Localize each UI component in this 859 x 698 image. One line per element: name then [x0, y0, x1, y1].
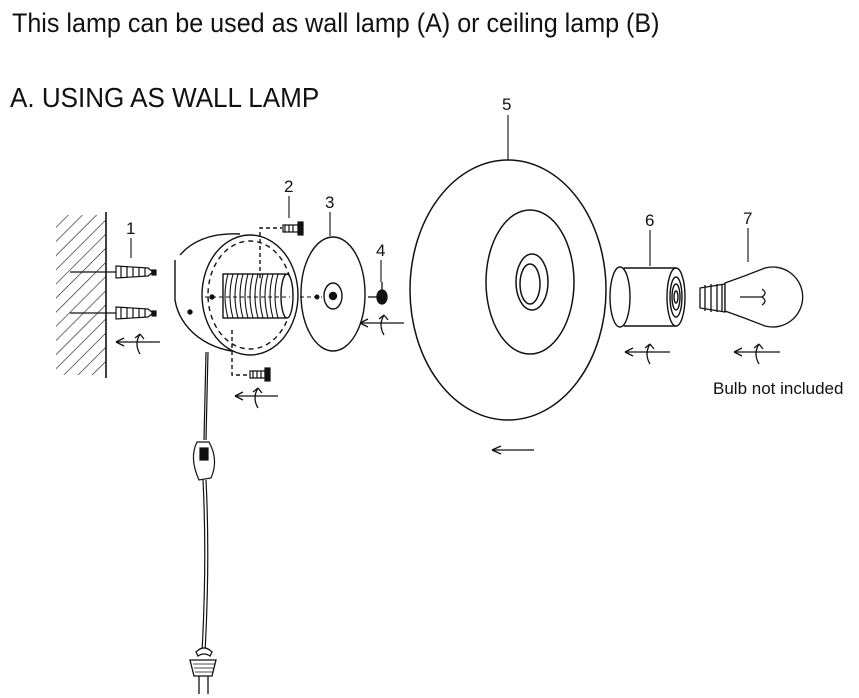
- part-label-2: 2: [284, 177, 293, 196]
- light-bulb-icon: [699, 266, 804, 328]
- section-title: A. USING AS WALL LAMP: [10, 82, 320, 113]
- part-label-4: 4: [376, 241, 385, 260]
- rotate-arrow-icon: [115, 314, 780, 455]
- leader-lines: [130, 115, 749, 282]
- socket-ring-icon: [609, 266, 686, 328]
- part-label-5: 5: [502, 95, 511, 114]
- canopy-plate-icon: [300, 236, 366, 352]
- wall-hatch-icon: [56, 212, 107, 378]
- screw-icon: [249, 221, 304, 382]
- part-label-1: 1: [126, 219, 135, 238]
- part-label-6: 6: [645, 211, 654, 230]
- part-label-7: 7: [743, 209, 752, 228]
- lamp-base-icon: [174, 227, 299, 376]
- glass-shade-icon: [409, 159, 607, 421]
- bulb-note: Bulb not included: [713, 379, 843, 398]
- part-label-3: 3: [325, 193, 334, 212]
- cord-switch-icon: [192, 351, 216, 653]
- knob-icon: [368, 282, 388, 305]
- power-plug-icon: [189, 647, 217, 694]
- wall-plug-icon: [70, 265, 157, 320]
- intro-text: This lamp can be used as wall lamp (A) o…: [12, 8, 660, 38]
